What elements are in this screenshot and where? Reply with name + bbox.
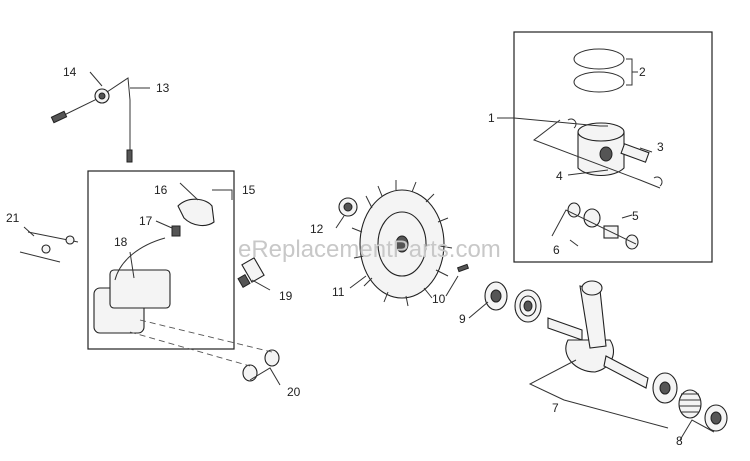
flywheel-part (351, 180, 453, 307)
callout-7: 7 (552, 401, 559, 415)
piston-rings-part (573, 48, 625, 93)
callout-11: 11 (332, 285, 345, 299)
spark-plug-part (237, 257, 265, 289)
callout-20: 20 (287, 385, 301, 399)
circlips-part (567, 118, 663, 187)
leader-lines (23, 58, 715, 441)
watermark-text: eReplacementParts.com (238, 236, 501, 263)
callout-2: 2 (639, 65, 646, 79)
boot-spring-part (171, 225, 181, 237)
callout-5: 5 (632, 209, 639, 223)
crank-bearing-part (652, 372, 678, 404)
flywheel-nut-part (338, 197, 358, 217)
callout-17: 17 (139, 214, 153, 228)
gear-part (678, 389, 702, 419)
callout-19: 19 (279, 289, 293, 303)
needle-bearing-part (583, 208, 619, 239)
callout-8: 8 (676, 434, 683, 448)
main-bearing-part (514, 289, 542, 323)
callout-12: 12 (310, 222, 324, 236)
ignition-coil-part (93, 237, 171, 334)
callouts: 1 2 3 4 5 6 7 8 9 10 11 12 13 14 15 16 1… (6, 65, 683, 448)
callout-4: 4 (556, 169, 563, 183)
spacers-part (242, 349, 280, 382)
piston-pin-part (620, 143, 650, 163)
callout-10: 10 (432, 292, 446, 306)
mounting-bolts-part (19, 231, 79, 263)
piston-group-box (513, 31, 713, 263)
wire-assembly-part (50, 77, 133, 163)
callout-21: 21 (6, 211, 20, 225)
key-part (456, 263, 470, 273)
ignition-group-box (87, 170, 235, 350)
callout-18: 18 (114, 235, 128, 249)
callout-1: 1 (488, 111, 495, 125)
callout-9: 9 (459, 312, 466, 326)
plug-boot-part (177, 198, 215, 227)
callout-16: 16 (154, 183, 168, 197)
crank-seal-part (704, 404, 728, 432)
crankshaft-part (547, 280, 649, 389)
callout-15: 15 (242, 183, 256, 197)
oil-seal-part (484, 281, 508, 311)
piston-part (577, 122, 625, 177)
callout-14: 14 (63, 65, 77, 79)
callout-6: 6 (553, 243, 560, 257)
thrust-washers-part (567, 202, 639, 250)
callout-3: 3 (657, 140, 664, 154)
callout-13: 13 (156, 81, 170, 95)
